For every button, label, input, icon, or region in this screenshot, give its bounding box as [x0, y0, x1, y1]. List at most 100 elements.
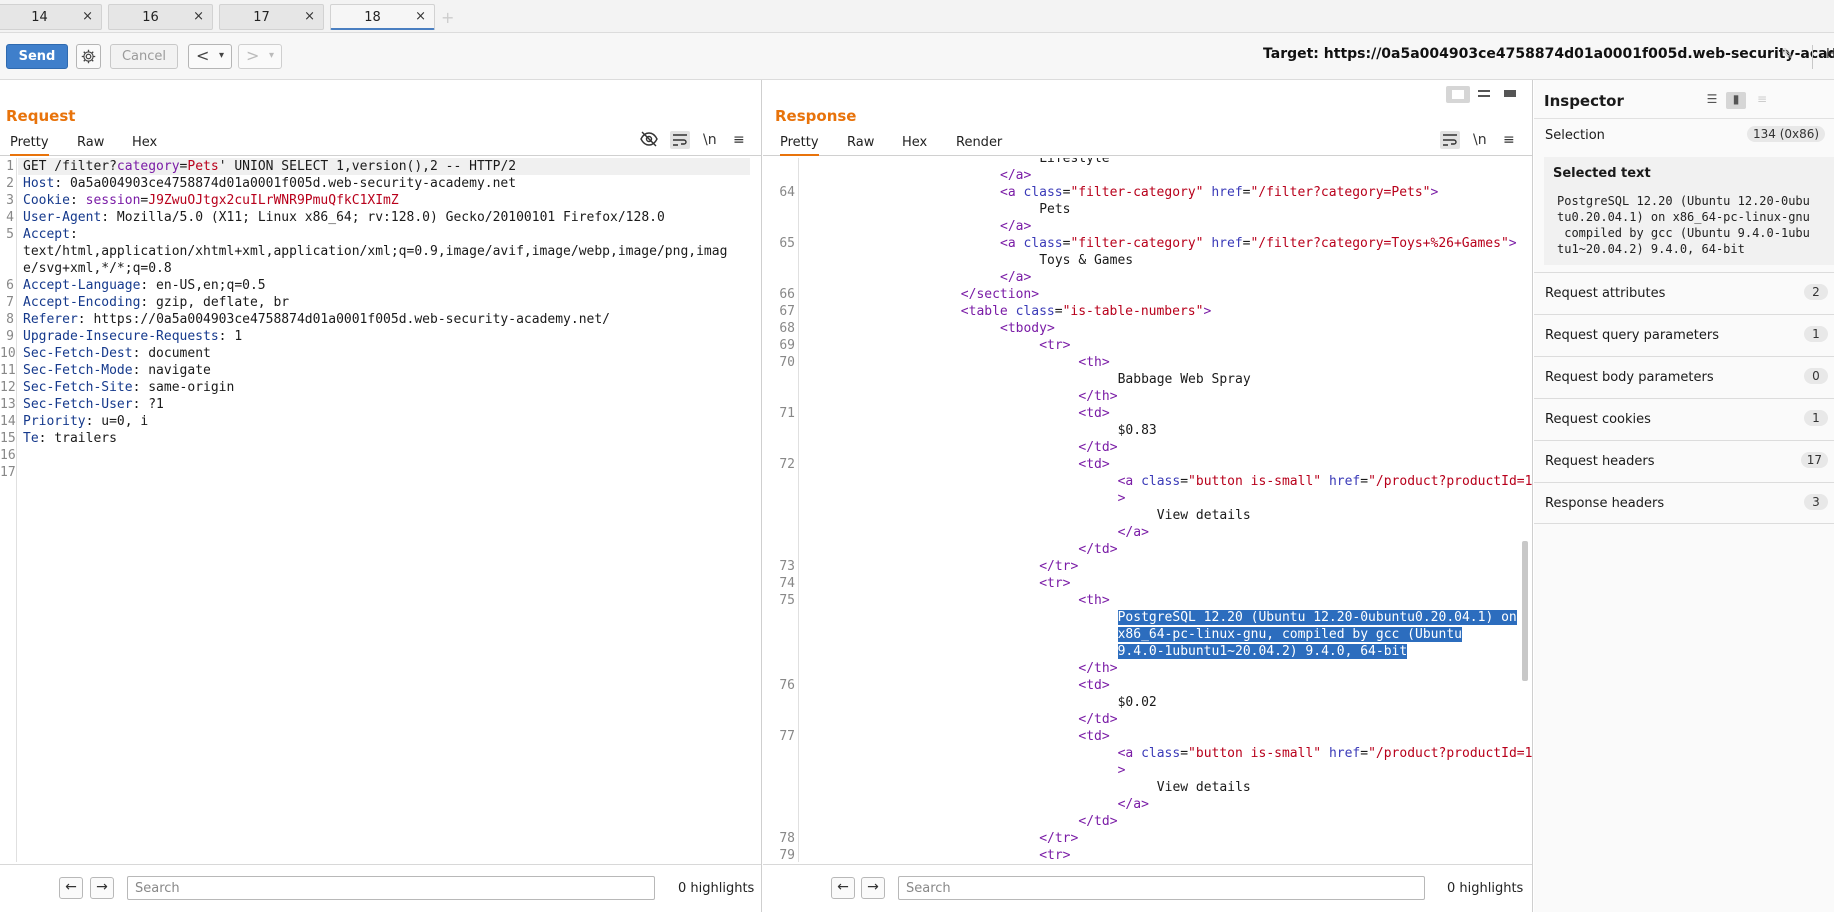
inspector-row-body-parameters[interactable]: Request body parameters 0: [1534, 356, 1834, 398]
code-token: :: [69, 227, 78, 242]
line-number: 12: [0, 380, 16, 395]
tab-14[interactable]: 14 ×: [0, 4, 102, 30]
list-view-icon[interactable]: ☰: [1706, 92, 1718, 106]
chevron-down-icon[interactable]: ▾: [269, 50, 275, 61]
code-line: Sec-Fetch-Mode: navigate: [23, 362, 211, 379]
row-label: Request attributes: [1545, 286, 1666, 301]
tab-18[interactable]: 18 ×: [330, 4, 435, 30]
inspector-row-query-parameters[interactable]: Request query parameters 1: [1534, 314, 1834, 356]
code-token: <td>: [1078, 729, 1110, 744]
eye-off-icon[interactable]: [640, 131, 658, 151]
arrow-left-icon: ←: [837, 879, 849, 895]
inspector-row-cookies[interactable]: Request cookies 1: [1534, 398, 1834, 440]
code-token: ' UNION SELECT 1,version(),2 -- HTTP/2: [218, 159, 517, 174]
layout-split-horizontal-button[interactable]: [1472, 86, 1496, 103]
search-prev-button[interactable]: ←: [831, 877, 855, 899]
close-icon[interactable]: ×: [193, 9, 204, 24]
forward-arrow-icon[interactable]: >: [246, 46, 260, 65]
code-token: =: [1242, 185, 1251, 200]
send-button[interactable]: Send: [6, 44, 68, 69]
forward-button-group[interactable]: > ▾: [238, 44, 282, 69]
tab-render[interactable]: Render: [956, 135, 1003, 150]
code-token: class: [1141, 474, 1181, 489]
count-badge: 3: [1804, 494, 1828, 510]
word-wrap-icon[interactable]: [670, 131, 690, 149]
edit-target-icon[interactable]: ✎: [1781, 45, 1794, 63]
selection-label: Selection: [1545, 128, 1605, 143]
code-line: <th>: [1078, 592, 1109, 609]
search-input[interactable]: [128, 877, 654, 899]
code-token: href: [1211, 236, 1243, 251]
inspector-row-request-headers[interactable]: Request headers 17: [1534, 440, 1834, 482]
code-token: :: [69, 193, 86, 208]
inspector-row-request-attributes[interactable]: Request attributes 2: [1534, 272, 1834, 314]
tab-hex[interactable]: Hex: [132, 135, 158, 150]
wrap-lines-icon: [1443, 134, 1457, 146]
count-badge: 1: [1804, 410, 1828, 426]
response-editor[interactable]: Lifestyle </a> 64 <a class="filter-category…: [763, 158, 1532, 862]
search-prev-button[interactable]: ←: [59, 877, 83, 899]
code-line: View details: [1157, 507, 1251, 524]
line-number: 64: [779, 185, 795, 200]
tab-label: 14: [31, 10, 48, 25]
code-token: "/filter?category=Toys+%26+Games": [1250, 236, 1509, 251]
code-line: </th>: [1078, 660, 1117, 677]
word-wrap-icon[interactable]: [1440, 131, 1460, 149]
chevron-down-icon[interactable]: ▾: [219, 50, 225, 61]
code-line: <a class="button is-small" href="/produc…: [1118, 745, 1532, 762]
code-token: : https://0a5a004903ce4758874d01a0001f00…: [77, 312, 611, 327]
code-token: </th>: [1078, 389, 1118, 404]
close-icon[interactable]: ×: [304, 9, 315, 24]
close-icon[interactable]: ×: [415, 9, 426, 24]
menu-icon[interactable]: ≡: [1503, 132, 1515, 148]
code-token: Priority: [23, 414, 86, 429]
vertical-scrollbar[interactable]: [1522, 541, 1528, 681]
layout-split-vertical-button[interactable]: [1446, 86, 1470, 103]
newline-toggle-icon[interactable]: \n: [703, 132, 717, 148]
selected-text-box: Selected text PostgreSQL 12.20 (Ubuntu 1…: [1544, 157, 1834, 265]
align-icon[interactable]: ≡: [1756, 92, 1768, 106]
add-tab-icon[interactable]: +: [441, 8, 455, 27]
tab-16[interactable]: 16 ×: [108, 4, 213, 30]
settings-button[interactable]: [76, 44, 101, 69]
code-line: <td>: [1078, 728, 1109, 745]
row-label: Request query parameters: [1545, 328, 1720, 343]
menu-icon[interactable]: ≡: [733, 132, 745, 148]
tab-17[interactable]: 17 ×: [219, 4, 324, 30]
code-line: </a>: [1118, 796, 1149, 813]
line-number: 15: [0, 431, 16, 446]
arrow-right-icon: →: [96, 879, 108, 895]
tab-pretty[interactable]: Pretty: [10, 135, 49, 156]
selection-header[interactable]: Selection 134 (0x86): [1534, 118, 1834, 154]
tab-label: 16: [142, 10, 159, 25]
code-line: </a>: [1118, 524, 1149, 541]
help-button[interactable]: H: [1826, 47, 1834, 62]
code-line: <a class="filter-category" href="/filter…: [1000, 235, 1517, 252]
search-next-button[interactable]: →: [90, 877, 114, 899]
tab-pretty[interactable]: Pretty: [780, 135, 819, 156]
panel-view-icon[interactable]: ▮: [1726, 92, 1746, 109]
code-line: Lifestyle: [1039, 158, 1109, 167]
tab-raw[interactable]: Raw: [847, 135, 875, 150]
back-button-group[interactable]: < ▾: [188, 44, 232, 69]
code-token: "is-table-numbers": [1062, 304, 1204, 319]
layout-tabs-button[interactable]: [1498, 86, 1522, 103]
search-field[interactable]: [898, 876, 1425, 900]
count-badge: 2: [1804, 284, 1828, 300]
search-next-button[interactable]: →: [861, 877, 885, 899]
code-token: >: [1430, 185, 1439, 200]
cancel-button[interactable]: Cancel: [110, 44, 178, 69]
code-token: : 1: [218, 329, 243, 344]
selected-text-line: PostgreSQL 12.20 (Ubuntu 12.20-0ubu: [1557, 194, 1810, 208]
inspector-row-response-headers[interactable]: Response headers 3: [1534, 482, 1834, 524]
split-horizontal-icon: [1478, 90, 1490, 97]
tab-raw[interactable]: Raw: [77, 135, 105, 150]
search-field[interactable]: [127, 876, 655, 900]
close-icon[interactable]: ×: [82, 9, 93, 24]
newline-toggle-icon[interactable]: \n: [1473, 132, 1487, 148]
current-line-highlight: [18, 158, 750, 175]
search-input[interactable]: [899, 877, 1424, 899]
back-arrow-icon[interactable]: <: [196, 46, 210, 65]
tab-hex[interactable]: Hex: [902, 135, 928, 150]
